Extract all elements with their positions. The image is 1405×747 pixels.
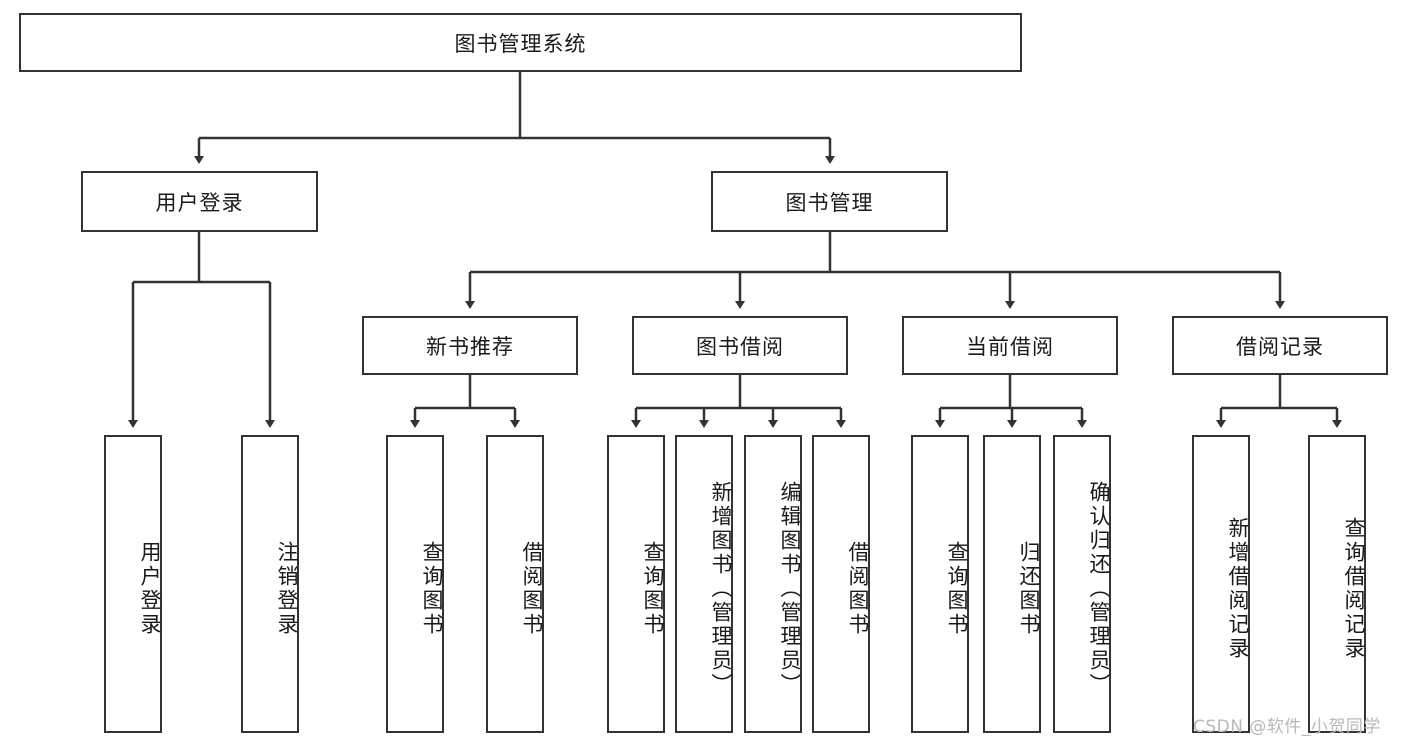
node-leaf-edit-book-admin[interactable]: 编辑图书（管理员） <box>744 435 802 733</box>
node-label: 用户登录 <box>138 541 162 637</box>
node-leaf-query-book-3[interactable]: 查询图书 <box>911 435 969 733</box>
node-leaf-add-book-admin[interactable]: 新增图书（管理员） <box>675 435 733 733</box>
node-book-management-system[interactable]: 图书管理系统 <box>19 13 1022 72</box>
node-label: 用户登录 <box>155 190 244 215</box>
node-label: 查询图书 <box>641 541 665 637</box>
node-book-management[interactable]: 图书管理 <box>711 171 948 232</box>
node-leaf-query-book-2[interactable]: 查询图书 <box>607 435 665 733</box>
node-label: 新增图书（管理员） <box>709 481 733 697</box>
node-label: 图书管理 <box>785 190 874 215</box>
csdn-watermark: CSDN @软件_小贺同学 <box>1193 717 1381 737</box>
node-leaf-borrow-book-1[interactable]: 借阅图书 <box>486 435 544 733</box>
node-user-login[interactable]: 用户登录 <box>81 171 318 232</box>
node-new-book-recommend[interactable]: 新书推荐 <box>362 316 578 375</box>
node-leaf-user-login[interactable]: 用户登录 <box>104 435 162 733</box>
node-label: 查询借阅记录 <box>1342 517 1366 661</box>
node-label: 新书推荐 <box>426 334 514 359</box>
node-label: 编辑图书（管理员） <box>778 481 802 697</box>
node-label: 当前借阅 <box>966 334 1054 359</box>
node-label: 图书借阅 <box>696 334 784 359</box>
node-label: 图书管理系统 <box>454 31 587 56</box>
node-leaf-query-borrow-record[interactable]: 查询借阅记录 <box>1308 435 1366 733</box>
node-leaf-borrow-book-2[interactable]: 借阅图书 <box>812 435 870 733</box>
node-leaf-confirm-return-admin[interactable]: 确认归还（管理员） <box>1053 435 1111 733</box>
node-label: 借阅图书 <box>846 541 870 637</box>
node-borrow-record[interactable]: 借阅记录 <box>1172 316 1388 375</box>
node-leaf-return-book[interactable]: 归还图书 <box>983 435 1041 733</box>
node-label: 查询图书 <box>945 541 969 637</box>
node-book-borrow[interactable]: 图书借阅 <box>632 316 848 375</box>
node-label: 归还图书 <box>1017 541 1041 637</box>
node-label: 新增借阅记录 <box>1226 517 1250 661</box>
node-current-borrow[interactable]: 当前借阅 <box>902 316 1118 375</box>
node-leaf-add-borrow-record[interactable]: 新增借阅记录 <box>1192 435 1250 733</box>
node-label: 注销登录 <box>275 541 299 637</box>
node-label: 借阅图书 <box>520 541 544 637</box>
node-leaf-query-book-1[interactable]: 查询图书 <box>386 435 444 733</box>
node-label: 借阅记录 <box>1236 334 1324 359</box>
node-label: 查询图书 <box>420 541 444 637</box>
node-label: 确认归还（管理员） <box>1087 481 1111 697</box>
node-leaf-logout-login[interactable]: 注销登录 <box>241 435 299 733</box>
